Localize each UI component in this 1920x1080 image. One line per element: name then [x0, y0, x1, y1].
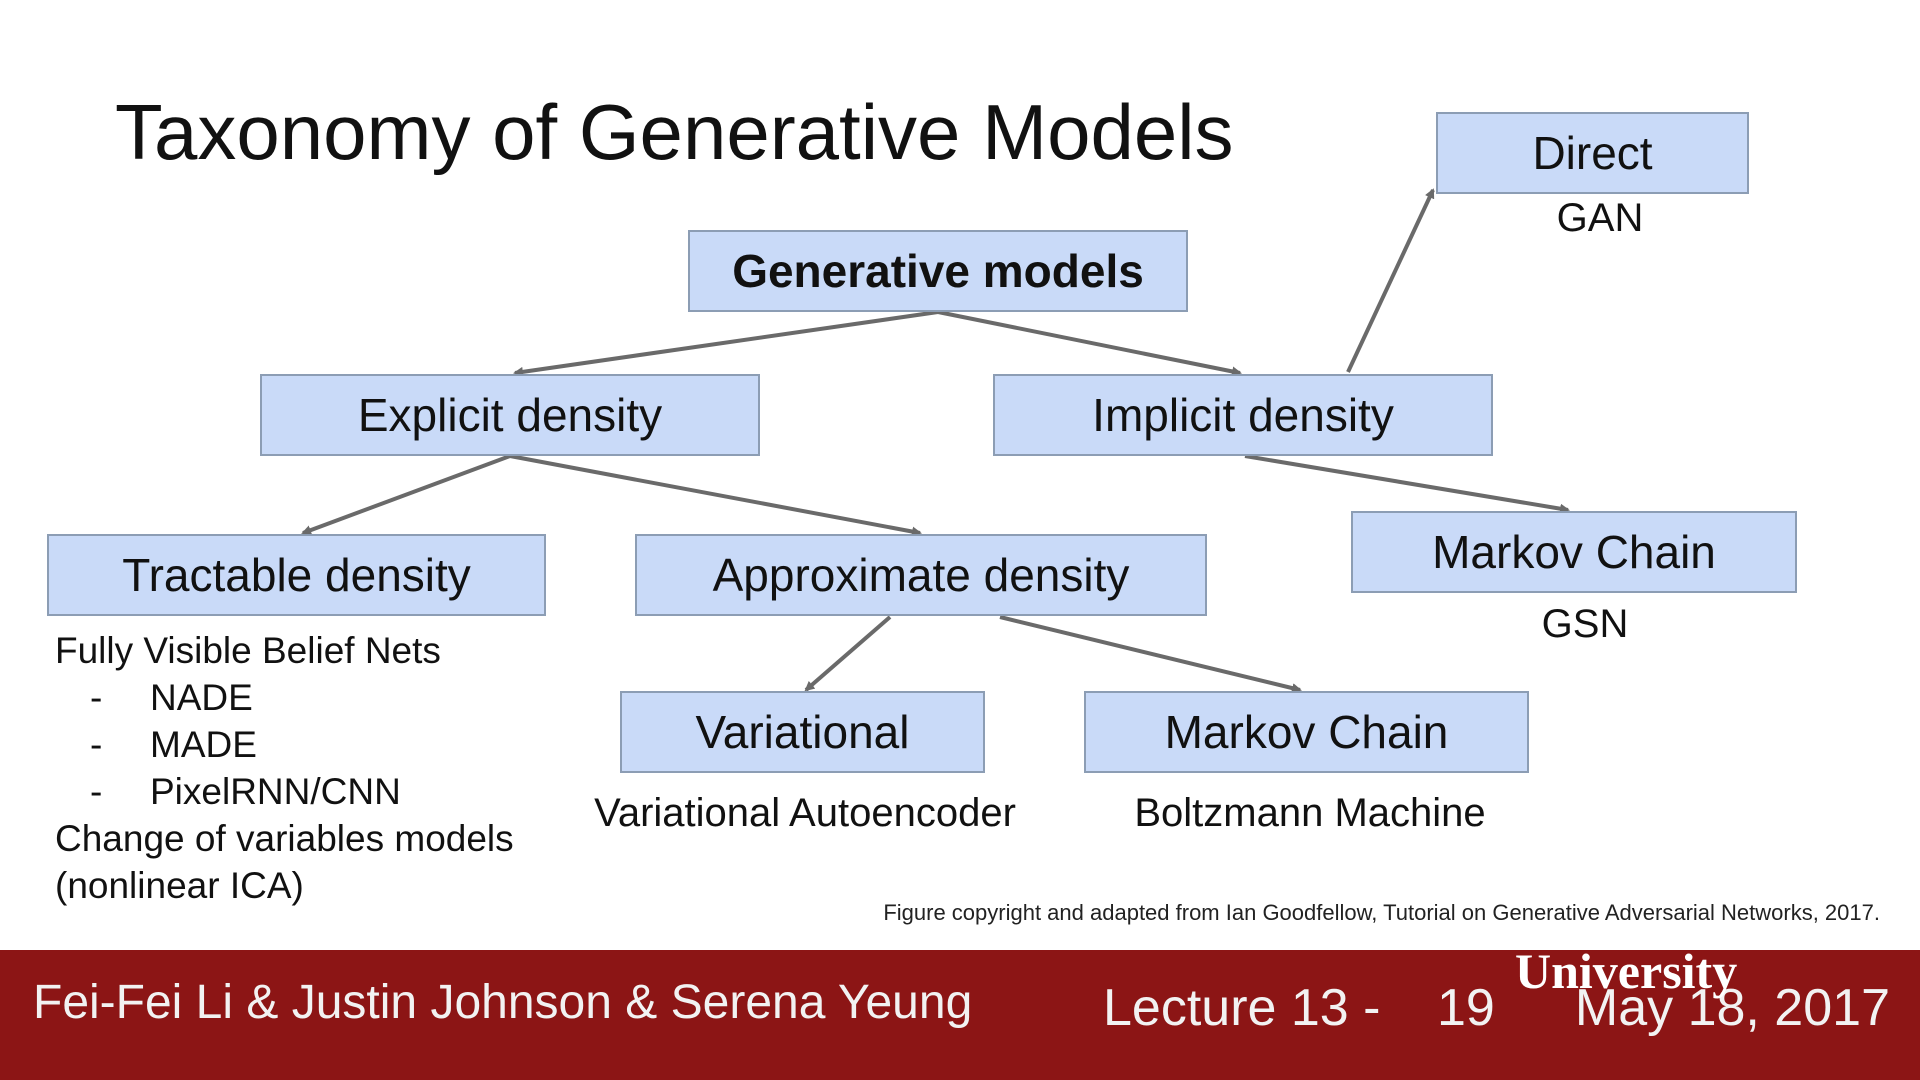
- node-direct: Direct: [1436, 112, 1749, 194]
- taxonomy-edges: [301, 188, 1570, 693]
- footer-authors: Fei-Fei Li & Justin Johnson & Serena Yeu…: [33, 976, 973, 1029]
- node-tractable-density: Tractable density: [47, 534, 546, 616]
- edge-implicit-to-direct: [1346, 188, 1435, 373]
- edge-implicit-to-markov: [1244, 454, 1570, 514]
- nonlinear-ica-line: (nonlinear ICA): [55, 865, 304, 906]
- figure-credit: Figure copyright and adapted from Ian Go…: [883, 900, 1880, 925]
- footer-date: May 18, 2017: [1574, 979, 1890, 1037]
- caption-gan: GAN: [1556, 196, 1644, 240]
- university-watermark: University: [1515, 943, 1738, 999]
- edge-generative-to-implicit: [937, 310, 1242, 377]
- node-explicit-density: Explicit density: [260, 374, 760, 456]
- edge-explicit-to-approximate: [509, 454, 922, 537]
- edge-generative-to-explicit: [513, 310, 939, 377]
- change-of-variables-line: Change of variables models: [55, 818, 514, 859]
- footer-lecture: Lecture 13 -: [1103, 979, 1381, 1037]
- list-item: -NADE: [90, 677, 253, 718]
- edge-approximate-to-variational: [804, 615, 892, 692]
- caption-gsn: GSN: [1541, 602, 1629, 646]
- node-variational: Variational: [620, 691, 985, 773]
- slide-footer: Fei-Fei Li & Justin Johnson & Serena Yeu…: [0, 943, 1920, 1080]
- list-item: -PixelRNN/CNN: [90, 771, 401, 812]
- node-markov-chain-implicit: Markov Chain: [1351, 511, 1797, 593]
- slide-title: Taxonomy of Generative Models: [115, 88, 1234, 176]
- edge-explicit-to-tractable: [301, 454, 511, 535]
- edge-approximate-to-markov: [999, 615, 1302, 693]
- node-approximate-density: Approximate density: [635, 534, 1207, 616]
- node-generative-models: Generative models: [688, 230, 1188, 312]
- node-markov-chain-approx: Markov Chain: [1084, 691, 1529, 773]
- fvbn-heading: Fully Visible Belief Nets: [55, 630, 441, 671]
- tractable-examples: Fully Visible Belief Nets -NADE -MADE -P…: [55, 627, 514, 909]
- footer-slide-number: 19: [1437, 979, 1495, 1037]
- caption-variational-autoencoder: Variational Autoencoder: [594, 791, 1016, 835]
- caption-boltzmann-machine: Boltzmann Machine: [1134, 791, 1486, 835]
- node-implicit-density: Implicit density: [993, 374, 1493, 456]
- list-item: -MADE: [90, 724, 257, 765]
